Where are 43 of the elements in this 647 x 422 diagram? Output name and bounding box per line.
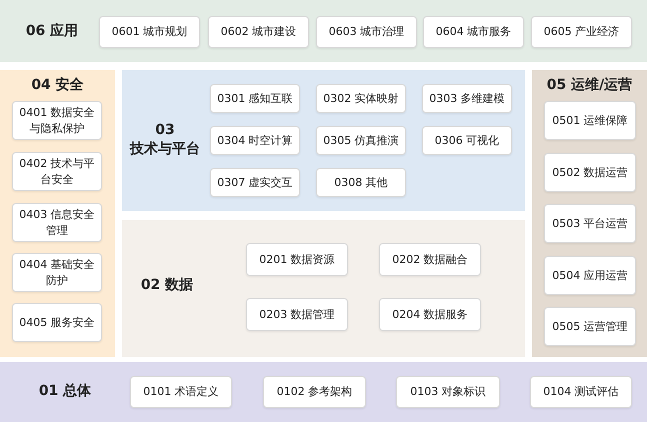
layer-panel — [532, 70, 647, 357]
module-card: 0102 参考架构 — [263, 376, 366, 408]
module-card: 0501 运维保障 — [544, 101, 636, 140]
module-card: 0308 其他 — [316, 168, 406, 197]
module-card: 0202 数据融合 — [379, 243, 481, 276]
module-card: 0301 感知互联 — [210, 84, 300, 113]
layer-title: 05 运维/运营 — [546, 76, 634, 95]
layer-panel — [122, 70, 525, 211]
module-card: 0104 测试评估 — [530, 376, 632, 408]
module-card: 0203 数据管理 — [246, 298, 348, 331]
module-card: 0504 应用运营 — [544, 256, 636, 295]
module-card: 0405 服务安全 — [12, 303, 102, 342]
module-card: 0404 基础安全防护 — [12, 253, 102, 292]
module-card: 0601 城市规划 — [99, 16, 200, 48]
module-card: 0604 城市服务 — [423, 16, 524, 48]
module-card: 0101 术语定义 — [130, 376, 232, 408]
module-card: 0502 数据运营 — [544, 153, 636, 192]
module-card: 0204 数据服务 — [379, 298, 481, 331]
module-card: 0201 数据资源 — [246, 243, 348, 276]
module-card: 0603 城市治理 — [316, 16, 417, 48]
module-card: 0605 产业经济 — [531, 16, 632, 48]
module-card: 0303 多维建模 — [422, 84, 512, 113]
module-card: 0307 虚实交互 — [210, 168, 300, 197]
layer-panel — [0, 0, 647, 62]
module-card: 0304 时空计算 — [210, 126, 300, 155]
module-card: 0402 技术与平台安全 — [12, 152, 102, 191]
layer-title: 01 总体 — [38, 382, 92, 401]
layer-panel — [0, 362, 647, 422]
module-card: 0103 对象标识 — [396, 376, 500, 408]
layer-title: 02 数据 — [140, 276, 194, 295]
module-card: 0503 平台运营 — [544, 204, 636, 243]
layer-title: 04 安全 — [30, 76, 85, 95]
layer-panel — [0, 70, 115, 357]
module-card: 0306 可视化 — [422, 126, 512, 155]
module-card: 0403 信息安全管理 — [12, 203, 102, 242]
module-card: 0401 数据安全与隐私保护 — [12, 101, 102, 140]
module-card: 0505 运营管理 — [544, 307, 636, 346]
module-card: 0305 仿真推演 — [316, 126, 406, 155]
module-card: 0302 实体映射 — [316, 84, 406, 113]
module-card: 0602 城市建设 — [208, 16, 309, 48]
layer-title: 06 应用 — [24, 22, 80, 41]
layer-title: 03 技术与平台 — [128, 121, 201, 159]
layer-panel — [122, 220, 525, 357]
